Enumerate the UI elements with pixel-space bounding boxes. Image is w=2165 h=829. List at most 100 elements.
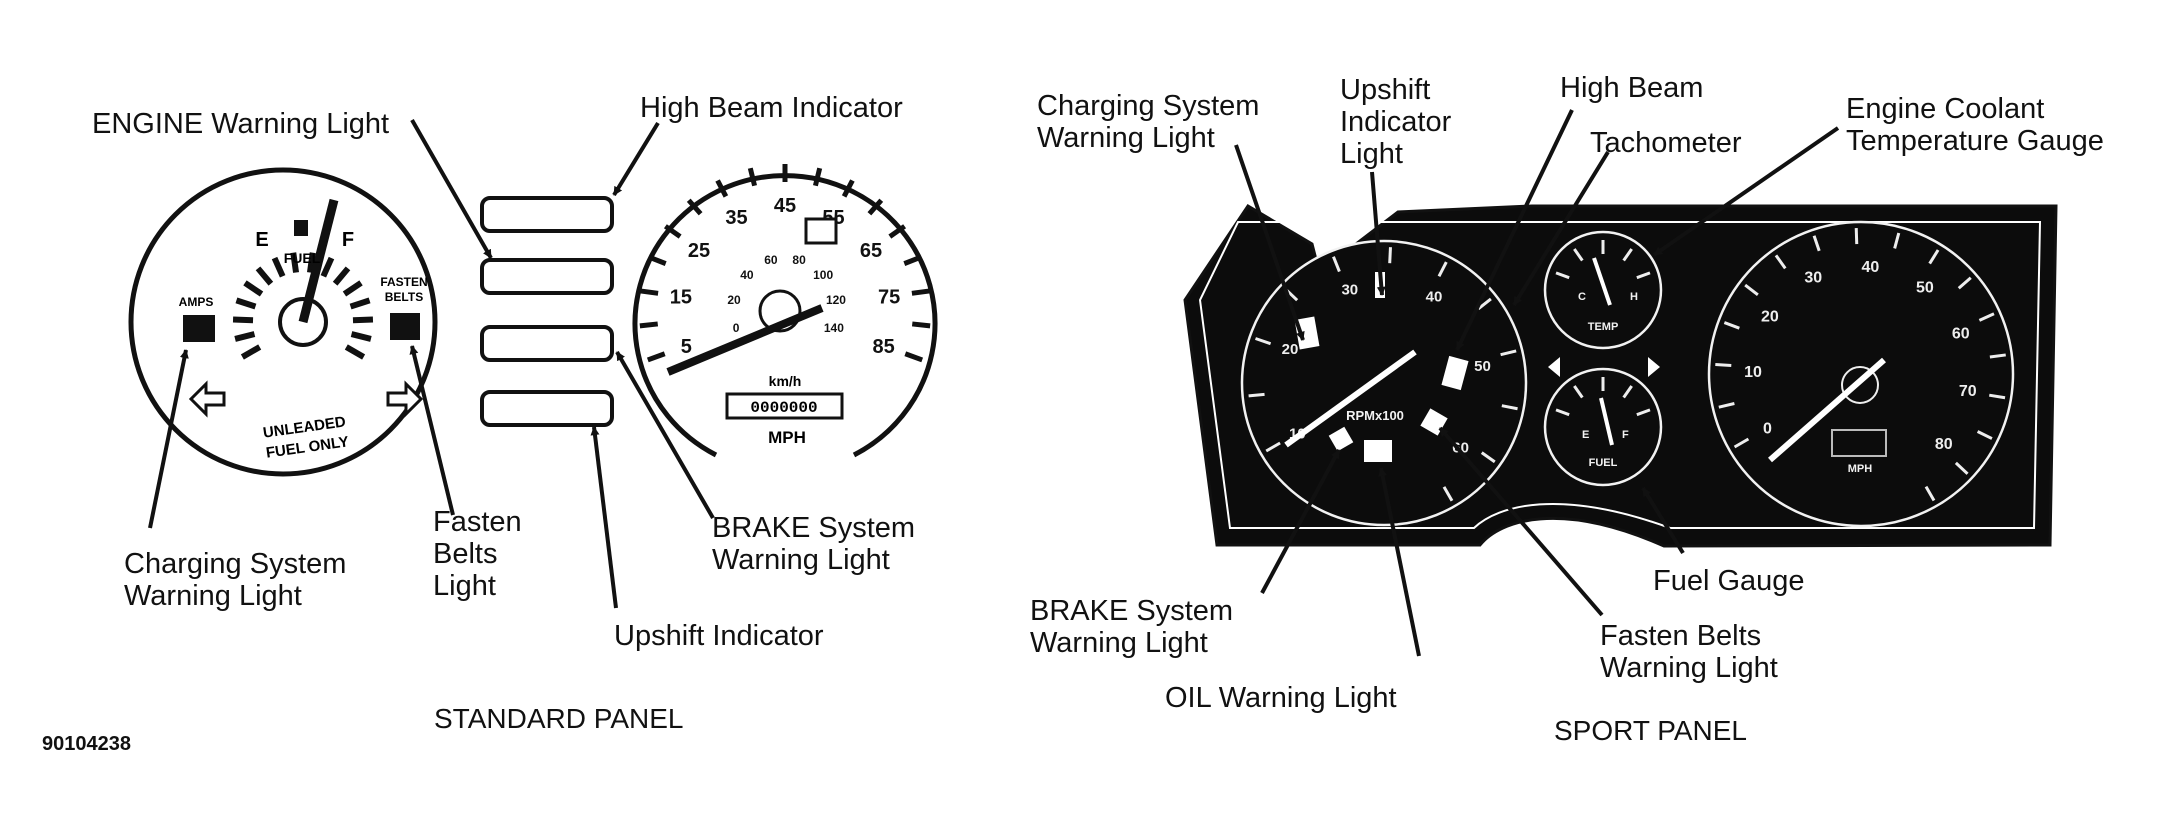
sport-speed-tick-label: 0 — [1763, 421, 1772, 438]
fasten-line-3: Light — [433, 570, 496, 602]
sport-fuel-tick — [1636, 408, 1651, 417]
tach-tick — [1248, 392, 1265, 398]
sport-speed-tick — [1718, 402, 1735, 409]
speed-tick — [639, 288, 659, 296]
fuel-tick — [306, 252, 316, 273]
sport-fuel-tick — [1573, 385, 1584, 399]
brake-line-1: BRAKE System — [712, 512, 916, 544]
brake-lamp-sport — [1328, 426, 1354, 452]
temp-cold: C — [1578, 291, 1586, 303]
fuel-gauge-ticks — [232, 252, 374, 360]
sport-panel-title: SPORT PANEL — [1554, 715, 1747, 746]
sport-coolant-line-2: Temperature Gauge — [1846, 125, 2104, 157]
fuel-tick — [234, 331, 256, 342]
amps-warning-lamp — [183, 315, 215, 342]
temp-tick — [1636, 271, 1651, 280]
temp-tick — [1555, 271, 1570, 280]
sport-speed-tick-label: 60 — [1952, 325, 1970, 342]
sport-mph-unit: MPH — [1848, 463, 1873, 475]
fuel-tick — [332, 266, 351, 286]
sport-speed-tick-label: 20 — [1761, 309, 1779, 326]
sport-fasten-belts-label: Fasten Belts Warning Light — [1600, 620, 1778, 684]
fasten-belts-lamp — [390, 313, 420, 340]
engine-warning-label: ENGINE Warning Light — [92, 108, 390, 140]
sport-high-beam-label: High Beam — [1560, 72, 1704, 104]
sport-fuel-ticks — [1555, 377, 1651, 417]
sport-fuel-tick — [1622, 385, 1633, 399]
oil-lamp — [1364, 440, 1392, 462]
tach-tick — [1480, 451, 1496, 464]
odometer-digits: 0000000 — [750, 399, 817, 417]
fuel-tick — [290, 252, 300, 273]
mph-tick-label: 35 — [725, 207, 747, 229]
tach-unit: RPMx100 — [1346, 408, 1404, 423]
engine-lamp — [480, 258, 614, 295]
fasten-line-2: Belts — [433, 538, 498, 570]
sport-speed-tick-label: 40 — [1862, 259, 1880, 276]
sport-brake-line-2: Warning Light — [1030, 627, 1208, 659]
sport-speed-tick — [1893, 232, 1901, 249]
sport-speed-tick — [1744, 283, 1759, 297]
sport-upshift-line-3: Light — [1340, 138, 1403, 170]
speed-tick — [663, 224, 682, 239]
fuel-tick — [349, 297, 371, 310]
fuel-tick — [255, 266, 274, 286]
tach-tick — [1437, 261, 1448, 278]
sport-right-arrow-icon — [1648, 357, 1660, 377]
charging-lamp — [1294, 316, 1320, 350]
sport-speed-tick — [1978, 312, 1995, 322]
sport-fuel-tick — [1555, 408, 1570, 417]
sport-coolant-label: Engine Coolant Temperature Gauge — [1846, 93, 2104, 157]
fuel-tick — [342, 280, 363, 297]
mph-tick-label: 25 — [688, 240, 710, 262]
sport-upshift-line-1: Upshift — [1340, 74, 1431, 106]
sport-brake-label: BRAKE System Warning Light — [1030, 595, 1233, 659]
sport-coolant-line-1: Engine Coolant — [1846, 93, 2045, 125]
high-beam-lamp — [480, 196, 614, 233]
fuel-tick — [344, 344, 366, 360]
sport-speed-tick-label: 10 — [1744, 364, 1762, 381]
figure-code: 90104238 — [42, 733, 131, 755]
sport-speed-tick — [1989, 393, 2006, 400]
speed-tick — [888, 224, 907, 239]
sport-speed-tick — [1715, 362, 1732, 367]
kmh-tick-label: 80 — [792, 253, 806, 267]
sport-fuel-empty: E — [1582, 429, 1589, 441]
fasten-belts-light-label: Fasten Belts Light — [433, 506, 522, 602]
kmh-tick-label: 100 — [813, 268, 833, 282]
mph-tick-label: 75 — [878, 286, 900, 308]
amps-label: AMPS — [179, 295, 214, 309]
sport-charging-label: Charging System Warning Light — [1037, 90, 1259, 154]
sport-speed-tick-label: 50 — [1916, 280, 1934, 297]
speed-tick — [686, 198, 703, 216]
sport-speed-tick — [1924, 485, 1936, 502]
fuel-pump-icon — [294, 220, 308, 236]
fasten-belts-label-2: BELTS — [385, 290, 423, 304]
tach-tick — [1388, 247, 1392, 264]
fuel-tick — [235, 297, 257, 310]
kmh-tick-label: 0 — [733, 321, 740, 335]
speed-tick — [911, 321, 931, 329]
sport-speed-tick — [1954, 461, 1969, 475]
sport-speed-tick — [1733, 437, 1750, 449]
speed-tick — [911, 288, 931, 296]
mph-tick-label: 65 — [860, 240, 882, 262]
sport-speed-tick — [1812, 235, 1821, 252]
sport-tachometer-label: Tachometer — [1590, 127, 1742, 159]
mph-tick-label: 15 — [670, 286, 692, 308]
sport-left-arrow-icon — [1548, 357, 1560, 377]
sport-fuel-gauge-label: Fuel Gauge — [1653, 565, 1805, 597]
sport-leader-arrows — [1234, 109, 1840, 657]
sport-oil-label: OIL Warning Light — [1165, 682, 1397, 714]
tach-tick — [1477, 297, 1492, 311]
speed-tick — [903, 254, 922, 266]
upshift-lamp — [480, 390, 614, 427]
sport-speed-tick-label: 30 — [1804, 270, 1822, 287]
standard-panel-title: STANDARD PANEL — [434, 703, 684, 734]
sport-speed-tick-label: 70 — [1959, 383, 1977, 400]
brake-lamp — [480, 325, 614, 362]
sport-charging-line-2: Warning Light — [1037, 122, 1215, 154]
charging-system-label: Charging System Warning Light — [124, 548, 346, 612]
